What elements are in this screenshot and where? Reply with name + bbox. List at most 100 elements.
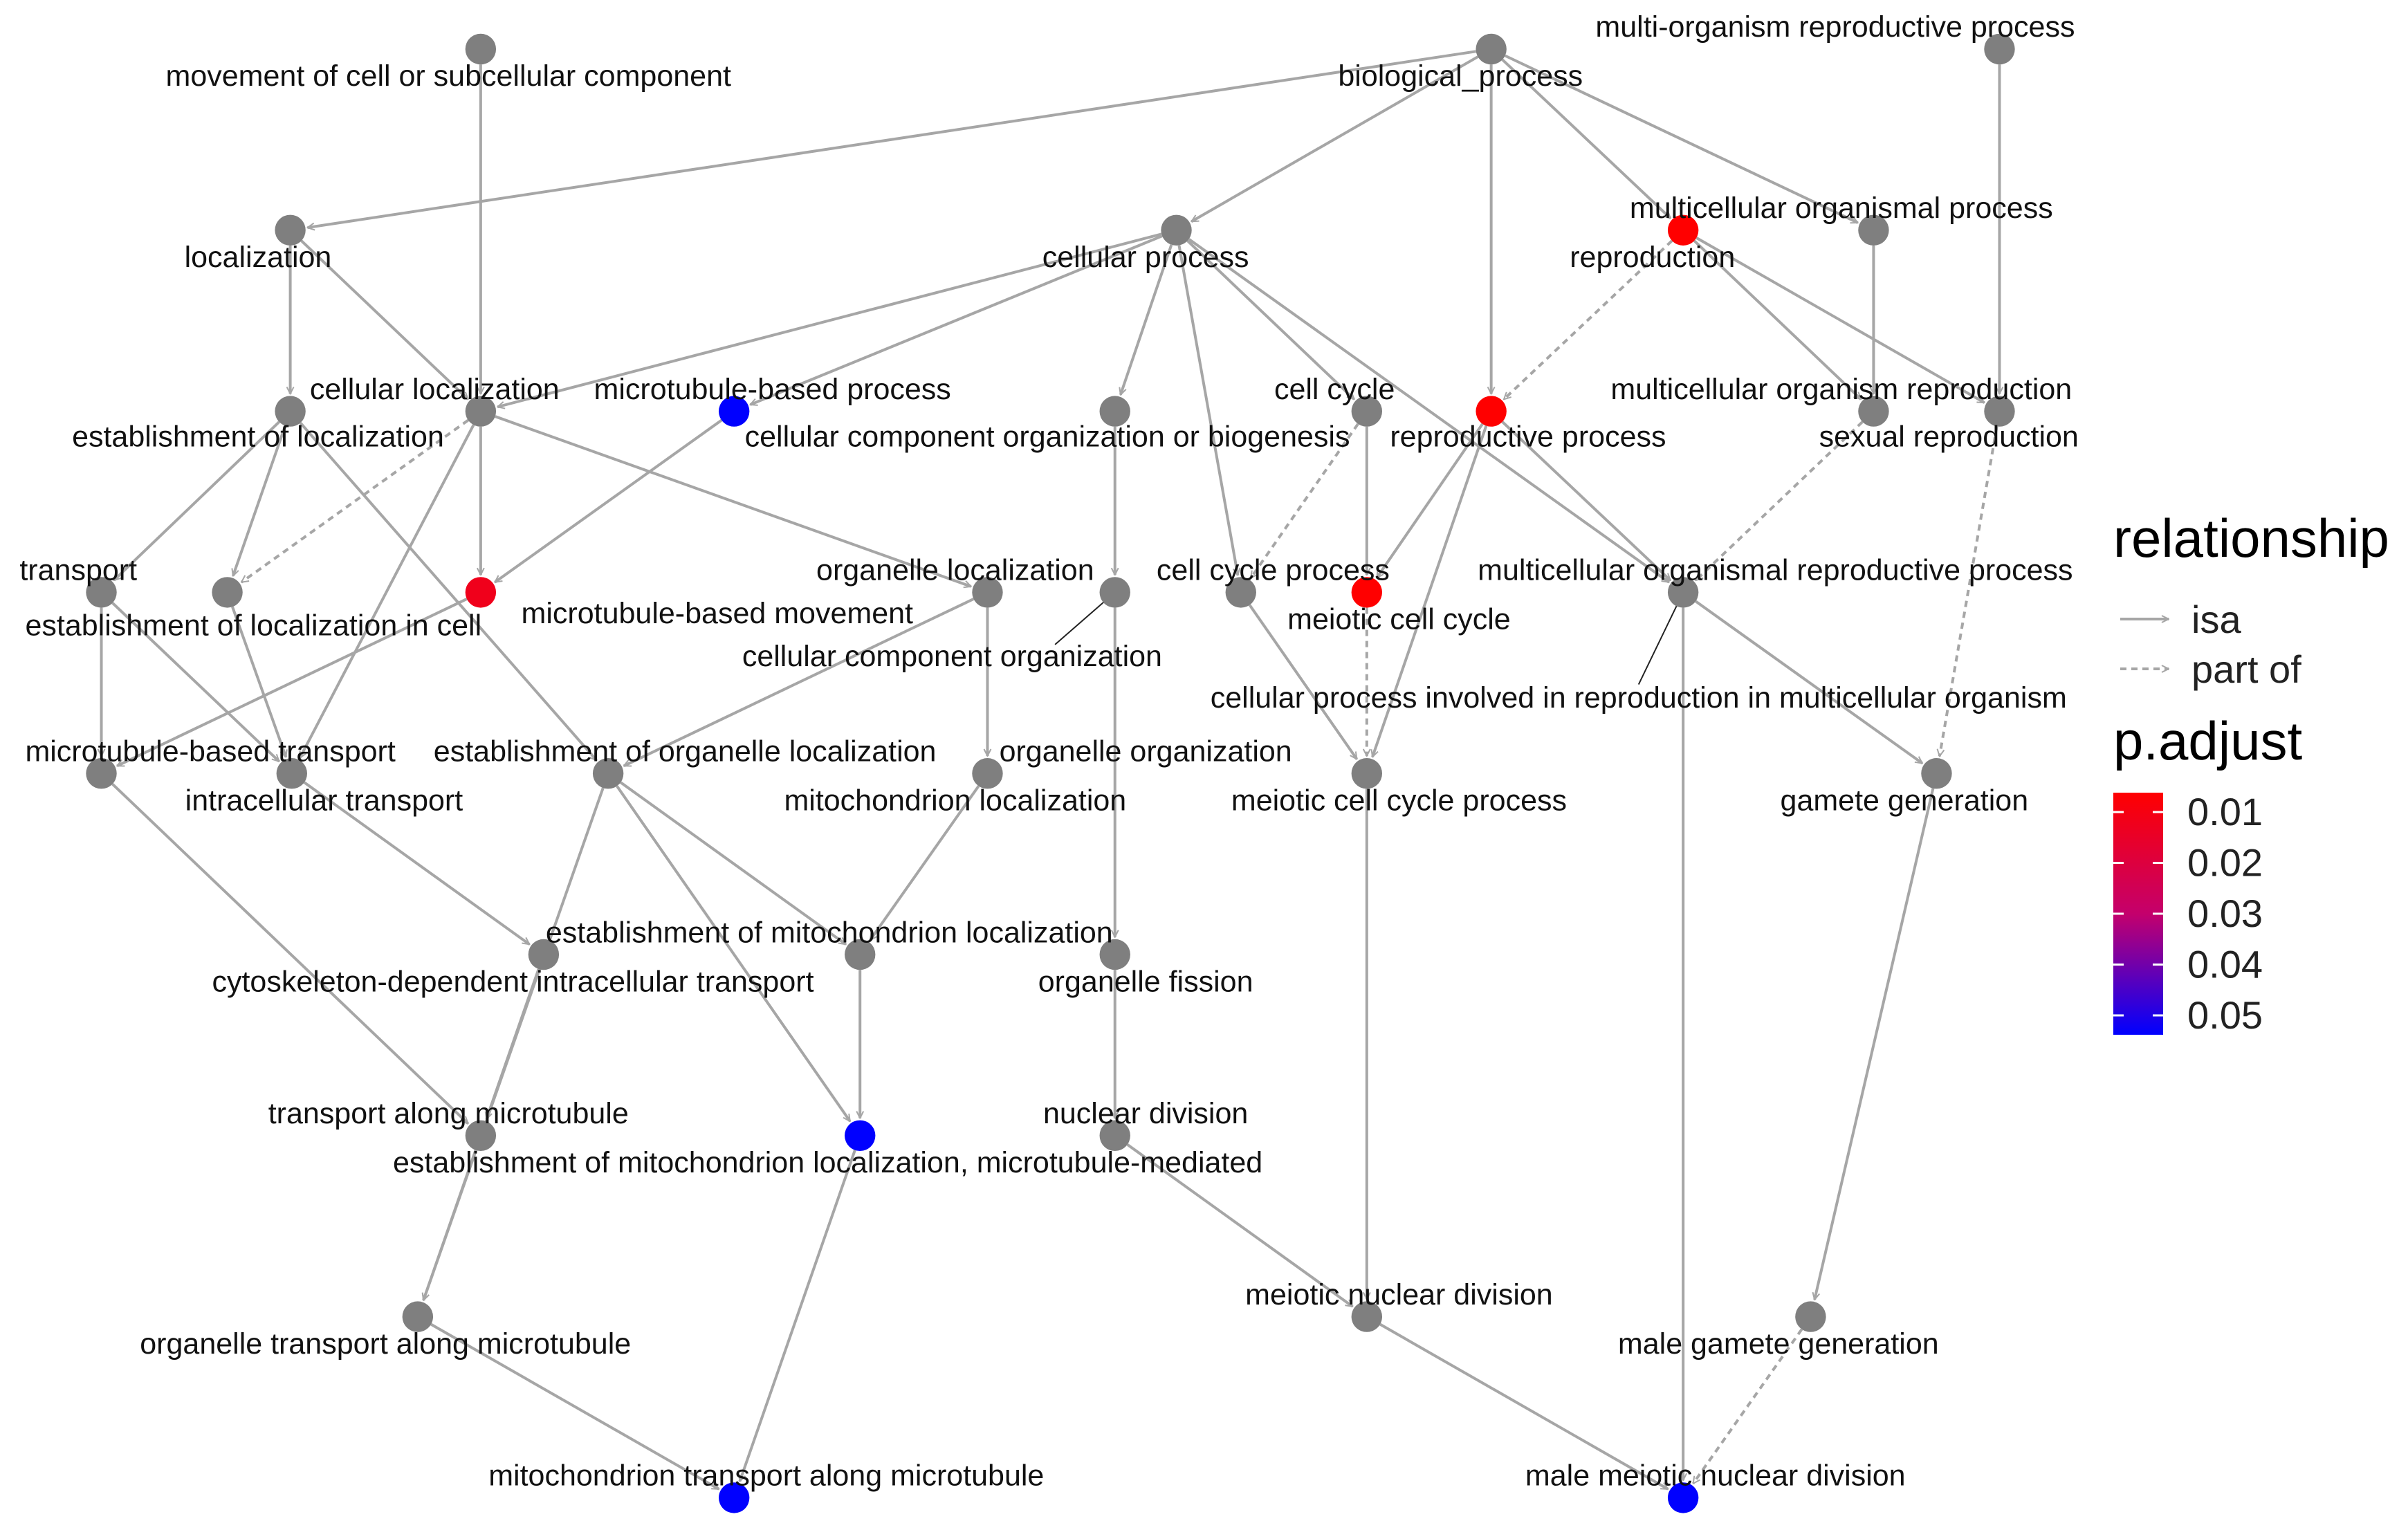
edges-layer: [102, 50, 2000, 1491]
node-cytoskeleton_dependent_transport: [528, 939, 560, 970]
node-meiotic_cell_cycle: [1351, 577, 1383, 608]
node-organelle_transport_mt: [402, 1301, 434, 1332]
edge-partof-cell_cycle-to-cell_cycle_process: [1249, 423, 1359, 578]
edge-partof-multicellular_org_repro-to-multicellular_org_repro_process: [1695, 421, 1864, 580]
edge-isa-biological_process-to-multicellular_org_process: [1504, 54, 1858, 224]
edge-isa-cellular_localization-to-organelle_localization: [495, 415, 971, 587]
node-sexual_reproduction: [1984, 396, 2015, 427]
node-organelle_localization: [972, 577, 1003, 608]
node-label-establishment_localization_cell: establishment of localization in cell: [25, 609, 481, 643]
node-label-intracellular_transport: intracellular transport: [185, 784, 463, 817]
node-microtubule_based_transport: [86, 758, 117, 789]
edge-isa-transport_along_microtubule-to-organelle_transport_mt: [423, 1150, 477, 1300]
relationship-legend-title: relationship: [2113, 508, 2389, 569]
padjust-tick-label-3: 0.04: [2187, 943, 2263, 986]
node-movement: [465, 33, 497, 65]
padjust-tick-label-2: 0.03: [2187, 892, 2263, 935]
node-transport_along_microtubule: [465, 1120, 497, 1152]
node-meiotic_nuclear_division: [1351, 1301, 1383, 1332]
edge-isa-cellular_localization-to-intracellular_transport: [298, 424, 475, 758]
edge-isa-establishment_organelle_localization-to-establishment_mito_localization: [619, 781, 846, 946]
node-label-reproduction: reproduction: [1570, 241, 1735, 274]
edge-isa-nuclear_division-to-meiotic_nuclear_division: [1126, 1143, 1353, 1308]
edge-partof-cellular_localization-to-establishment_localization_cell: [241, 418, 469, 584]
node-cell_cycle_process: [1225, 577, 1256, 608]
node-cell_cycle: [1351, 396, 1383, 427]
node-localization: [275, 214, 306, 246]
edge-isa-establishment_localization-to-establishment_localization_cell: [233, 425, 287, 576]
edge-isa-cellular_process-to-cell_cycle: [1186, 239, 1354, 399]
node-label-multicellular_org_repro_process: multicellular organismal reproductive pr…: [1478, 554, 2072, 587]
node-label-movement: movement of cell or subcellular componen…: [166, 59, 731, 93]
node-label-sexual_reproduction: sexual reproduction: [1819, 421, 2079, 454]
edge-isa-establishment_mito_localization_mt-to-mito_transport_mt: [739, 1150, 856, 1482]
node-microtubule_based_process: [718, 396, 750, 427]
node-transport: [86, 577, 117, 608]
padjust-legend-title: p.adjust: [2113, 710, 2303, 771]
legend: relationship isa part of p.adjust 0.010.…: [2113, 508, 2389, 1037]
node-cellular_component_org: [1099, 577, 1130, 608]
callout-line-cell_process_repro_multi: [1637, 591, 1684, 685]
node-label-establishment_localization: establishment of localization: [72, 421, 444, 454]
padjust-tick-label-0: 0.01: [2187, 790, 2263, 833]
node-establishment_localization: [275, 396, 306, 427]
edge-isa-cellular_process-to-ccob: [1121, 244, 1173, 395]
node-multicellular_org_repro_process: [1667, 577, 1699, 608]
edge-isa-establishment_organelle_localization-to-establishment_mito_localization_mt: [616, 785, 852, 1121]
node-nuclear_division: [1099, 1120, 1130, 1152]
node-label-organelle_organization: organelle organization: [1000, 735, 1292, 768]
padjust-tick-label-1: 0.02: [2187, 841, 2263, 885]
node-organelle_fission: [1099, 939, 1130, 970]
node-male_gamete_generation: [1795, 1301, 1826, 1332]
node-label-meiotic_nuclear_division: meiotic nuclear division: [1245, 1278, 1553, 1311]
node-label-organelle_localization: organelle localization: [816, 554, 1094, 587]
node-label-mito_transport_mt: mitochondrion transport along microtubul…: [488, 1459, 1044, 1493]
node-establishment_mito_localization_mt: [845, 1120, 876, 1152]
node-label-ccob: cellular component organization or bioge…: [745, 421, 1350, 454]
node-label-biological_process: biological_process: [1338, 59, 1583, 93]
edge-isa-reproductive_process-to-meiotic_cell_cycle_process: [1372, 425, 1488, 757]
node-label-establishment_mito_localization_mt: establishment of mitochondrion localizat…: [393, 1146, 1262, 1179]
edge-isa-cellular_process-to-cellular_localization: [497, 232, 1162, 407]
edge-isa-establishment_localization-to-transport: [114, 421, 280, 580]
node-reproduction: [1667, 214, 1699, 246]
node-label-microtubule_based_movement: microtubule-based movement: [522, 597, 913, 630]
padjust-ticks: 0.010.020.030.040.05: [2113, 790, 2263, 1037]
node-label-microtubule_based_process: microtubule-based process: [594, 373, 951, 406]
edge-isa-biological_process-to-reproduction: [1501, 58, 1671, 218]
node-label-transport_along_microtubule: transport along microtubule: [268, 1097, 629, 1130]
node-gamete_generation: [1921, 758, 1952, 789]
node-label-multicellular_org_process: multicellular organismal process: [1630, 192, 2053, 225]
edge-isa-microtubule_based_transport-to-transport_along_microtubule: [111, 783, 468, 1124]
node-label-establishment_organelle_localization: establishment of organelle localization: [434, 735, 937, 768]
node-label-mitochondrion_localization: mitochondrion localization: [784, 784, 1126, 817]
node-label-cell_cycle_process: cell cycle process: [1157, 554, 1390, 587]
edge-isa-reproduction-to-multicellular_org_repro: [1693, 239, 1861, 399]
node-intracellular_transport: [276, 758, 308, 789]
node-multicellular_org_process: [1858, 214, 1889, 246]
edge-isa-cellular_process-to-microtubule_based_process: [750, 234, 1163, 406]
labels-layer: movement of cell or subcellular componen…: [19, 10, 2078, 1492]
edge-isa-transport-to-intracellular_transport: [111, 602, 279, 762]
node-label-male_gamete_generation: male gamete generation: [1618, 1327, 1939, 1361]
edge-isa-establishment_localization_cell-to-intracellular_transport: [231, 606, 286, 757]
node-label-organelle_fission: organelle fission: [1038, 965, 1253, 998]
node-label-meiotic_cell_cycle: meiotic cell cycle: [1287, 603, 1511, 636]
node-mitochondrion_localization: [972, 758, 1003, 789]
edge-isa-microtubule_based_movement-to-microtubule_based_transport: [117, 598, 468, 768]
edge-isa-biological_process-to-cellular_process: [1191, 55, 1479, 223]
node-reproductive_process: [1476, 396, 1507, 427]
node-label-nuclear_division: nuclear division: [1043, 1097, 1248, 1130]
edge-isa-organelle_transport_mt-to-mito_transport_mt: [430, 1322, 719, 1491]
node-label-transport: transport: [19, 554, 137, 587]
node-label-cell_cycle: cell cycle: [1274, 373, 1395, 406]
node-label-localization: localization: [185, 241, 332, 274]
edge-isa-biological_process-to-localization: [308, 50, 1476, 228]
isa-legend-label: isa: [2191, 598, 2241, 641]
node-cellular_process: [1161, 214, 1192, 246]
edge-isa-organelle_localization-to-establishment_organelle_localization: [624, 598, 975, 768]
edge-isa-establishment_localization-to-establishment_organelle_localization: [299, 421, 598, 760]
edge-isa-cytoskeleton_dependent_transport-to-transport_along_microtubule: [486, 968, 540, 1119]
node-label-cell_process_repro_multi: cellular process involved in reproductio…: [1211, 681, 2067, 715]
node-multicellular_org_repro: [1858, 396, 1889, 427]
